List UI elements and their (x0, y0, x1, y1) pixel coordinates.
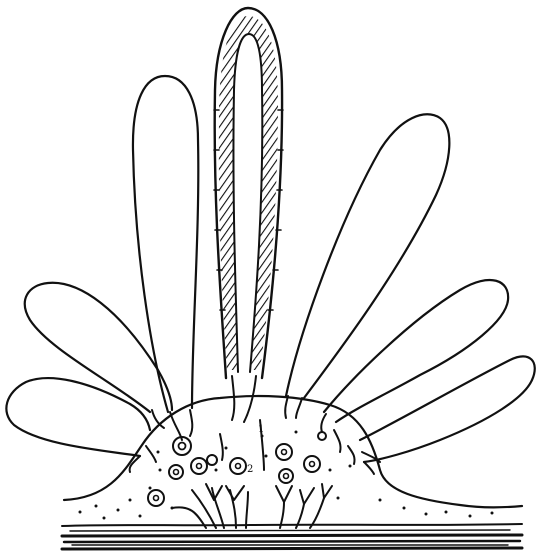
base-layer (62, 524, 522, 549)
hatched-central-process (214, 8, 283, 422)
label-2: 2 (247, 464, 253, 475)
right-middle-process (321, 280, 508, 432)
mound-outline (64, 396, 522, 507)
right-low-process (360, 356, 535, 474)
left-middle-process (25, 283, 172, 428)
label-1: 1 (258, 424, 264, 435)
figure-labels: 1 2 (247, 424, 264, 475)
